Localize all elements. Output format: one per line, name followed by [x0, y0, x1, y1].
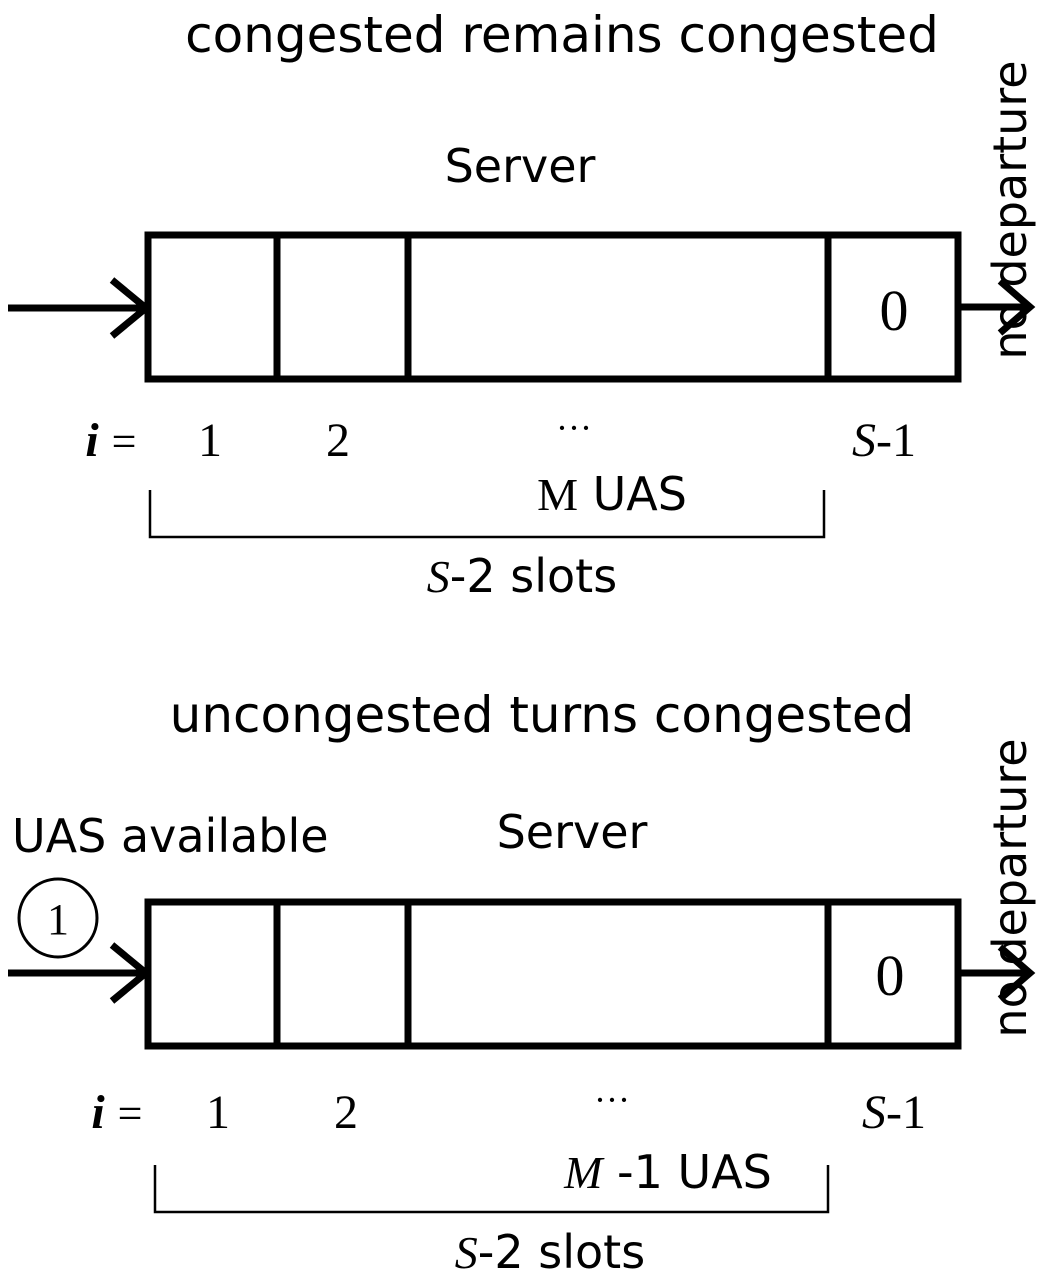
index-variable: i	[91, 1086, 105, 1139]
index-equals: =	[118, 1089, 143, 1138]
panel-uncongested: uncongested turns congested UAS availabl…	[8, 686, 1037, 1279]
slots-bracket	[148, 490, 826, 539]
index-variable: i	[85, 414, 99, 467]
index-label: 1	[206, 1086, 230, 1139]
arrival-count: 1	[47, 895, 69, 944]
index-label: 1	[198, 414, 222, 467]
index-equals: =	[112, 417, 137, 466]
slots-label: S-2 slots	[455, 1225, 645, 1279]
last-slot-value: 0	[880, 278, 909, 343]
arrival-label: UAS available	[12, 809, 329, 863]
departure-arrow	[958, 278, 1036, 336]
arrival-arrow	[8, 277, 152, 339]
last-index-label: S-1	[862, 1086, 926, 1139]
arrival-count-circle	[17, 877, 99, 959]
departure-label: no departure	[983, 738, 1037, 1037]
index-ellipsis: ···	[556, 408, 592, 448]
queue-box	[144, 231, 962, 383]
queue-box	[144, 898, 962, 1050]
index-label: 2	[326, 414, 350, 467]
panel-title: uncongested turns congested	[170, 686, 915, 744]
uas-count-label: M -1 UAS	[563, 1145, 772, 1199]
server-label: Server	[445, 139, 596, 193]
slots-label: S-2 slots	[427, 549, 617, 603]
index-label: 2	[334, 1086, 358, 1139]
departure-label: no departure	[983, 60, 1037, 359]
panel-title: congested remains congested	[185, 6, 939, 64]
uas-count-label: M UAS	[537, 467, 687, 521]
last-index-label: S-1	[852, 414, 916, 467]
departure-arrow	[958, 944, 1036, 1002]
server-label: Server	[497, 805, 648, 859]
index-ellipsis: ···	[594, 1080, 630, 1120]
slots-bracket	[153, 1165, 830, 1214]
panel-congested: congested remains congested Server 0 no …	[8, 6, 1037, 603]
last-slot-value: 0	[876, 943, 905, 1008]
